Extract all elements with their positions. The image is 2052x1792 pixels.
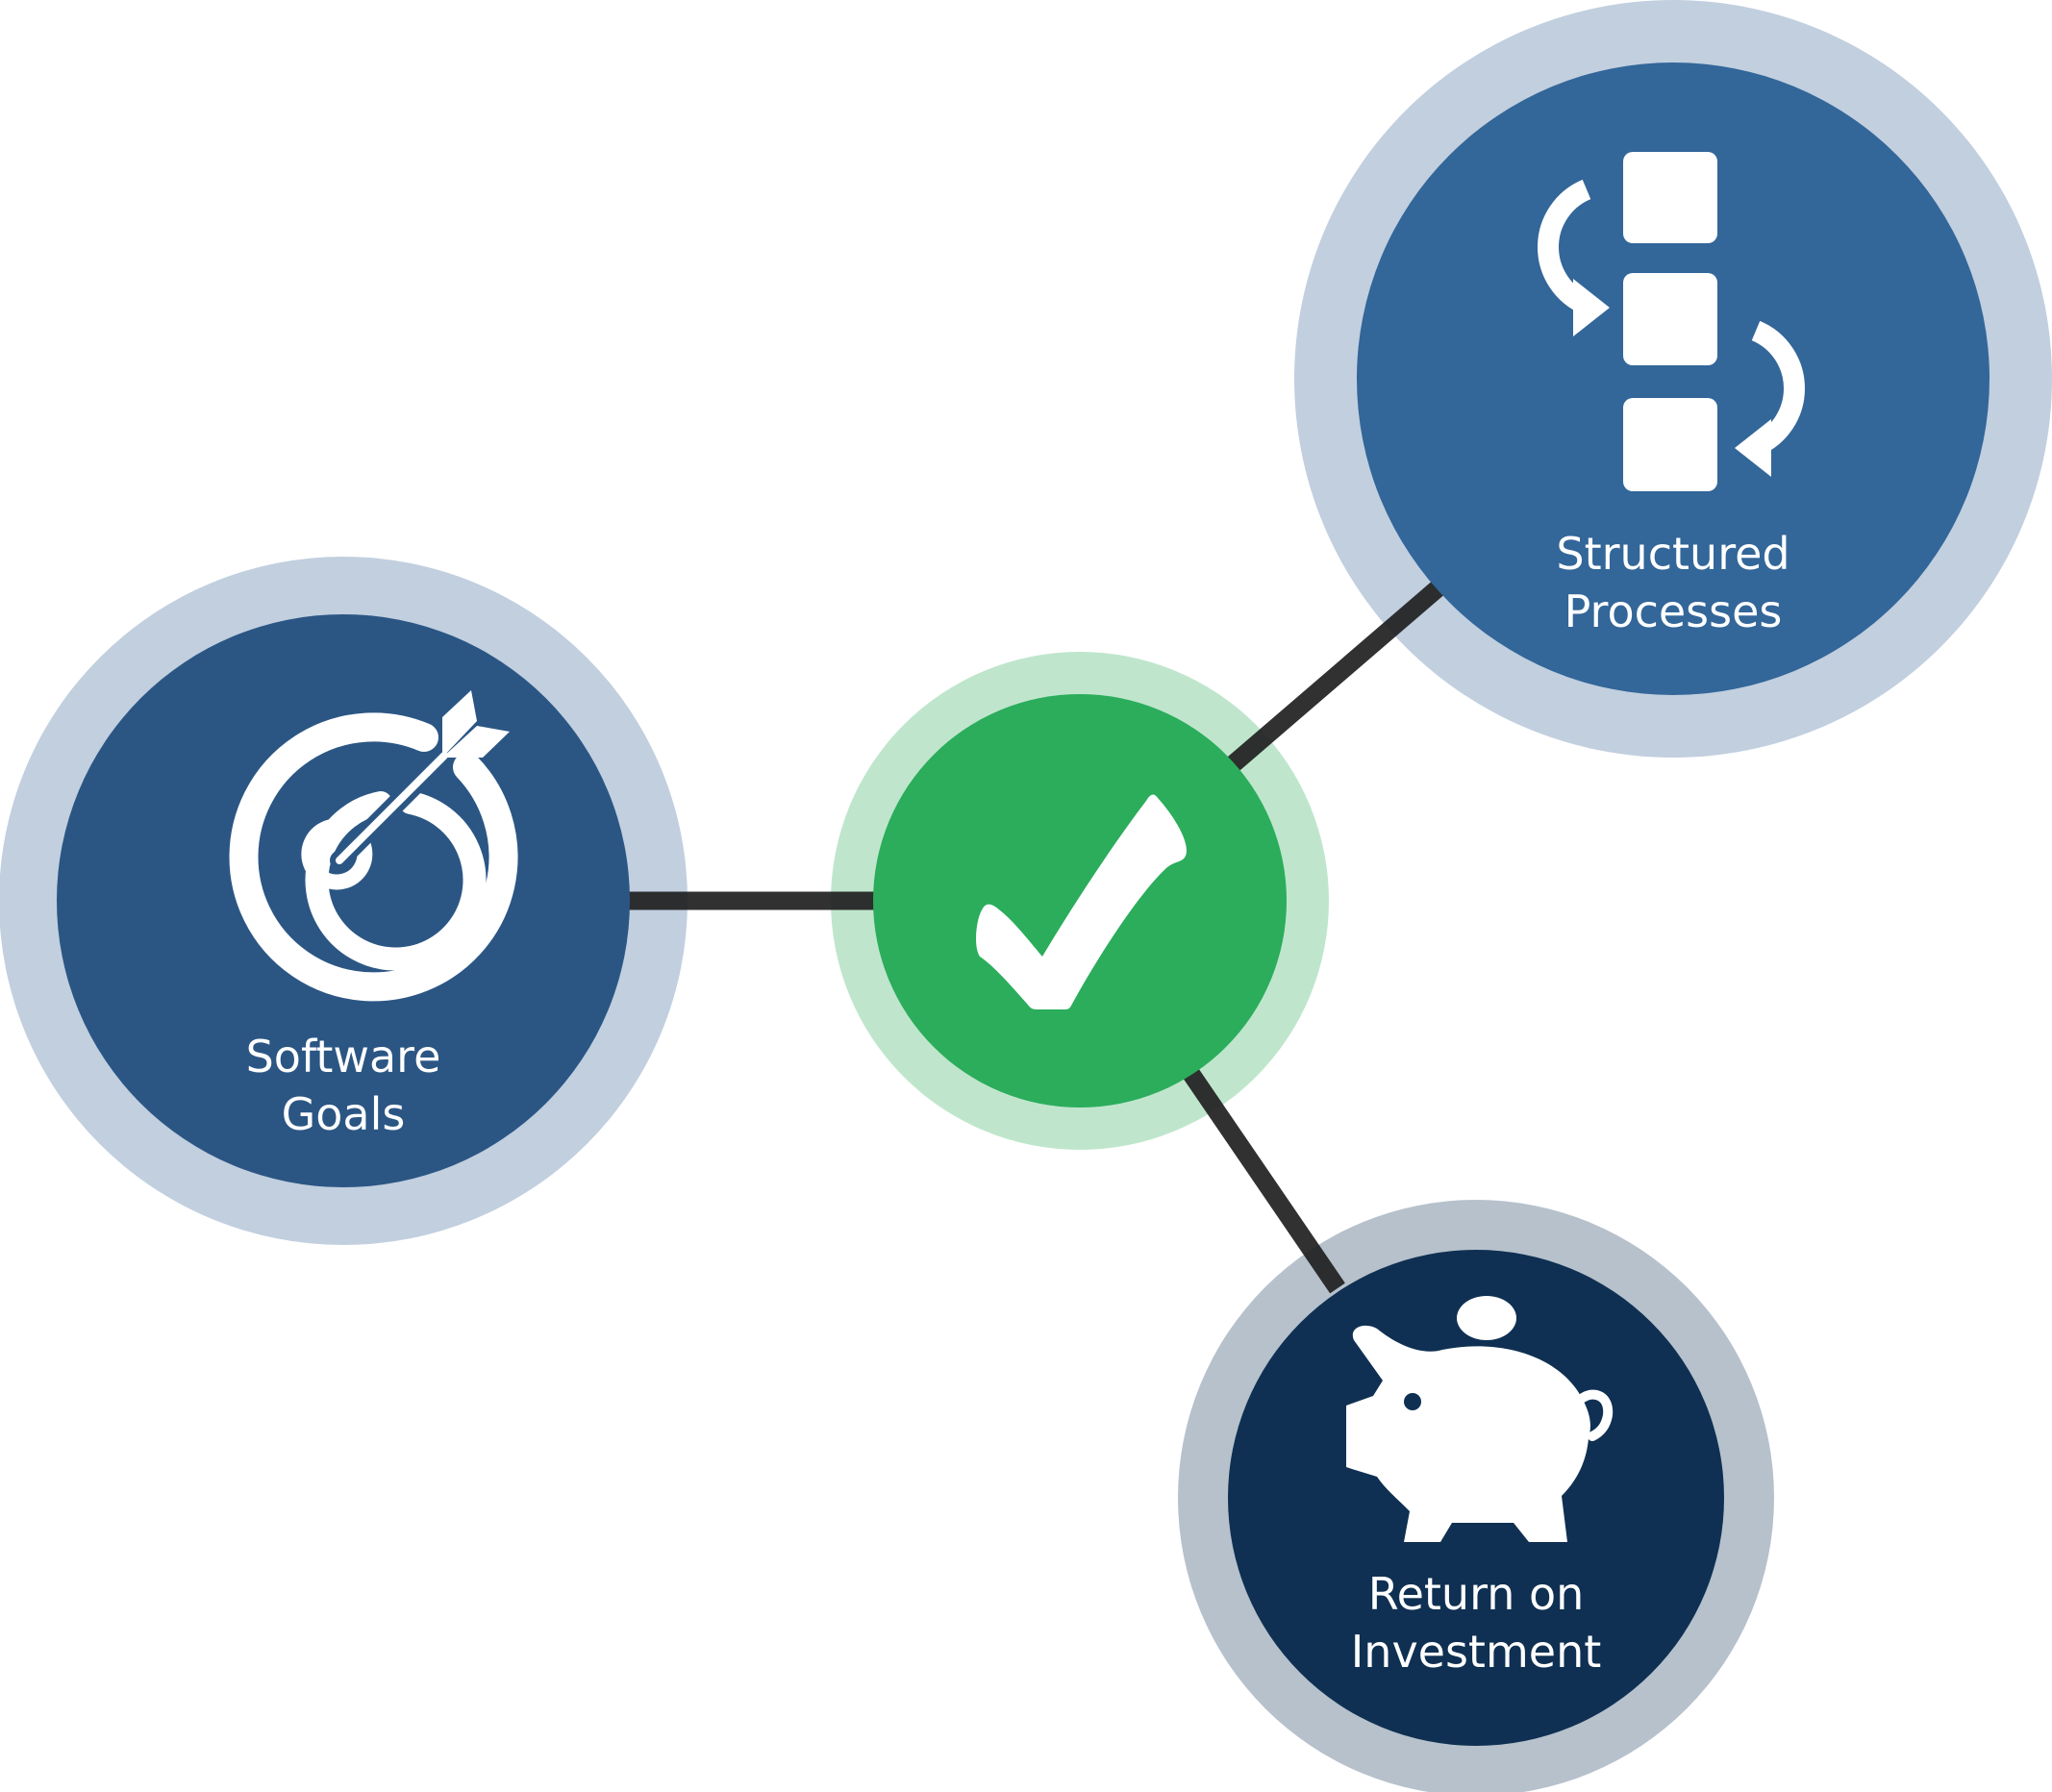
piggy-bank-icon (1346, 1296, 1614, 1542)
checkmark-icon (976, 794, 1187, 1009)
software-goals-node (57, 614, 630, 1187)
structured-processes-label-line1: Structured (1556, 528, 1789, 580)
roi-label-line1: Return on (1368, 1568, 1585, 1620)
software-goals-label-line2: Goals (282, 1088, 406, 1140)
target-arrow-icon (229, 690, 518, 1002)
software-goals-label-line1: Software (246, 1031, 441, 1083)
process-cycle-icon (1538, 152, 1805, 491)
connector-roi (1181, 1064, 1345, 1294)
roi-label-line2: Investment (1351, 1626, 1602, 1678)
structured-processes-node (1357, 62, 1989, 695)
connector-processes (1224, 575, 1451, 774)
structured-processes-label-line2: Processes (1564, 585, 1783, 637)
